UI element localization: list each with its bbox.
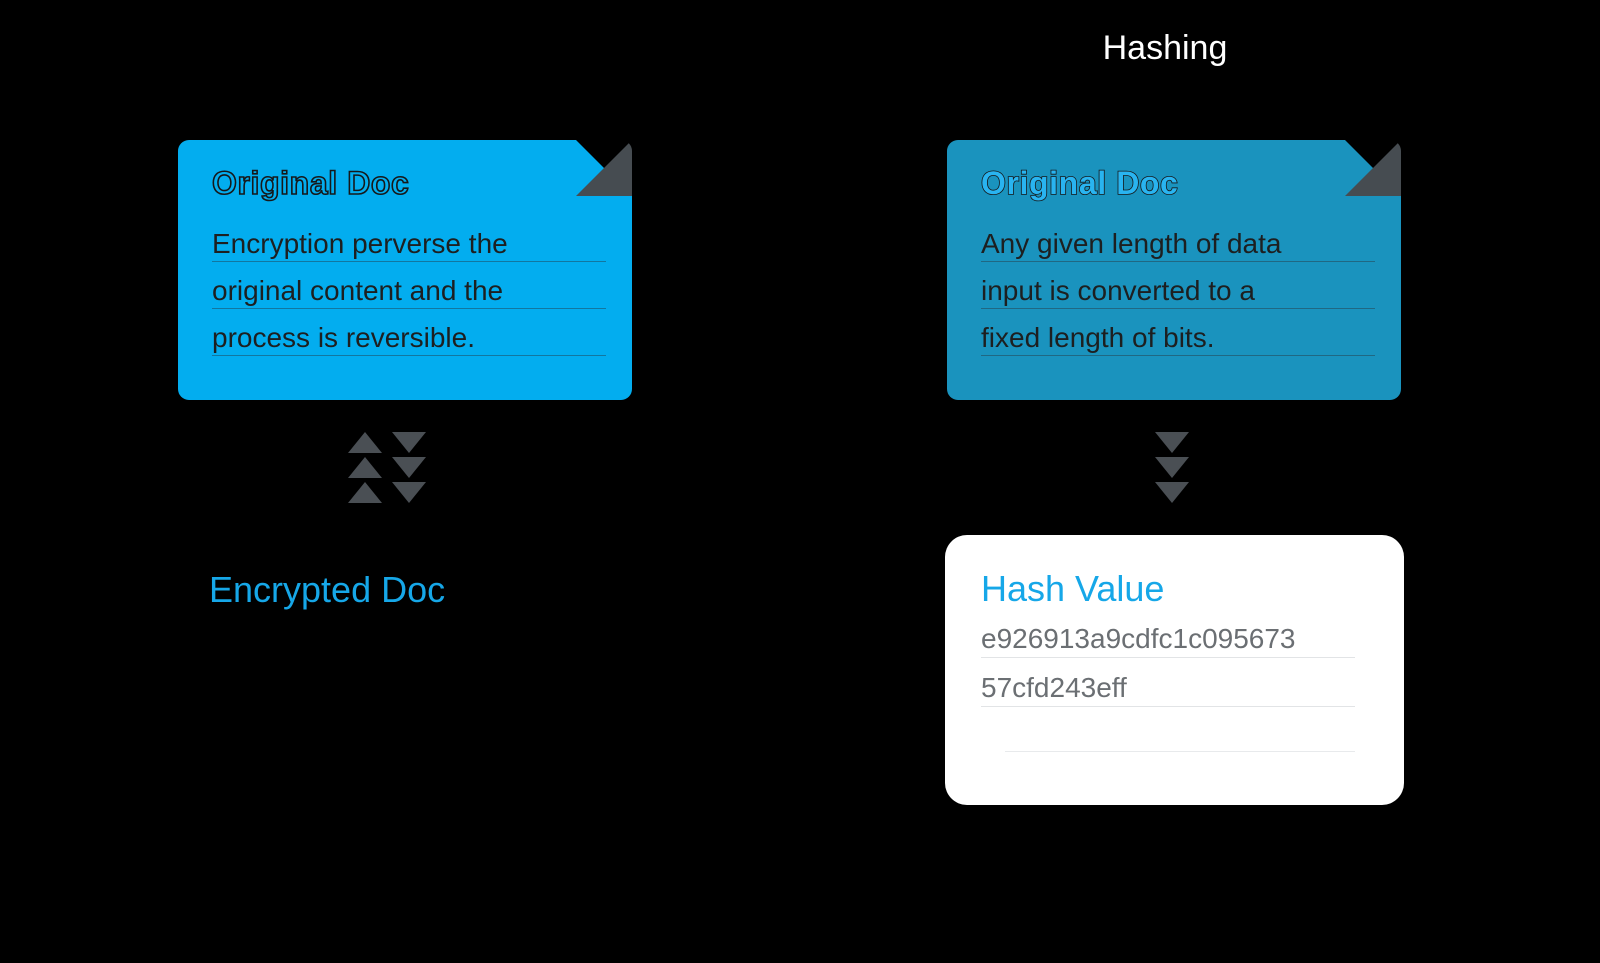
arrow-down-icon [1155, 482, 1189, 503]
hash-value-body: e926913a9cdfc1c095673 57cfd243eff [981, 625, 1355, 770]
hash-text-line: 57cfd243eff [981, 674, 1355, 707]
hashing-doc-body: Any given length of data input is conver… [981, 230, 1375, 373]
hashing-arrows-oneway [1155, 432, 1195, 503]
arrow-down-icon [392, 482, 426, 503]
encryption-doc-body: Encryption perverse the original content… [212, 230, 606, 373]
arrow-down-icon [392, 432, 426, 453]
encryption-arrows-bidirectional [348, 432, 448, 503]
hash-text-line-empty [1005, 725, 1355, 752]
hashing-document-card: Original Doc Any given length of data in… [947, 140, 1401, 400]
hash-text-line: e926913a9cdfc1c095673 [981, 625, 1355, 658]
page-title: Hashing [1102, 29, 1228, 67]
arrow-down-icon [1155, 432, 1189, 453]
doc-text-line: input is converted to a [981, 277, 1375, 309]
arrow-up-icon [348, 432, 382, 453]
hash-value-heading: Hash Value [981, 568, 1165, 609]
hashing-doc-heading: Original Doc [980, 164, 1179, 202]
arrow-up-icon [348, 482, 382, 503]
fold-corner-icon [576, 140, 632, 196]
encryption-doc-heading: Original Doc [211, 164, 410, 202]
doc-text-line: Encryption perverse the [212, 230, 606, 262]
encrypted-doc-label: Encrypted Doc [209, 569, 446, 610]
doc-text-line: process is reversible. [212, 324, 606, 356]
encryption-document-card: Original Doc Encryption perverse the ori… [178, 140, 632, 400]
doc-text-line: Any given length of data [981, 230, 1375, 262]
hash-value-card: Hash Value e926913a9cdfc1c095673 57cfd24… [945, 535, 1404, 805]
doc-text-line: original content and the [212, 277, 606, 309]
arrow-up-icon [348, 457, 382, 478]
arrow-down-icon [1155, 457, 1189, 478]
fold-corner-icon [1345, 140, 1401, 196]
doc-text-line: fixed length of bits. [981, 324, 1375, 356]
arrow-down-icon [392, 457, 426, 478]
